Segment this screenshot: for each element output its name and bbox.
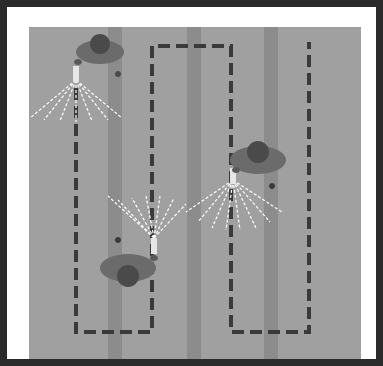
worker-hand xyxy=(269,183,275,189)
worker-right xyxy=(230,141,286,189)
field-stripe xyxy=(187,27,201,359)
worker-hand xyxy=(232,167,240,173)
worker-head xyxy=(247,141,269,163)
spray-fan-middle xyxy=(107,195,187,239)
spray-fan-right xyxy=(185,179,283,231)
field-stripe xyxy=(108,27,122,359)
worker-head xyxy=(117,265,139,287)
worker-hand xyxy=(150,255,158,261)
worker-hand xyxy=(115,71,121,77)
worker-top-left xyxy=(74,34,124,77)
sprayer-wand xyxy=(230,168,236,184)
worker-bottom-middle xyxy=(100,237,158,287)
field-stripe xyxy=(264,27,278,359)
sprayer-wand xyxy=(73,66,79,82)
sprayer-wand xyxy=(151,238,157,254)
worker-hand xyxy=(74,59,82,65)
spray-path xyxy=(74,42,311,334)
spray-fan-top-left xyxy=(29,79,123,122)
worker-head xyxy=(90,34,110,54)
worker-hand xyxy=(115,237,121,243)
